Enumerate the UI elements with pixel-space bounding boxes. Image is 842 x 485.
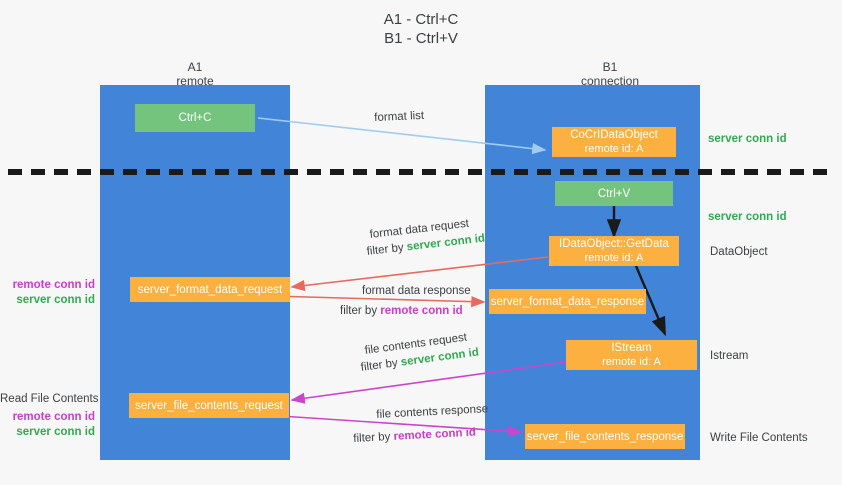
left-label-remote-conn-id-1: remote conn id [12, 279, 95, 291]
filter-prefix: filter by [360, 356, 402, 374]
left-label-server-conn-id-1: server conn id [16, 294, 95, 306]
filter-prefix: filter by [340, 305, 381, 317]
left-label-read-file-contents: Read File Contents [0, 393, 99, 405]
node-cocr-idataobject-line2: remote id: A [584, 143, 644, 155]
node-cocr-idataobject[interactable]: CoCrIDataObject remote id: A [552, 127, 676, 157]
node-istream[interactable]: IStream remote id: A [566, 340, 697, 370]
filter-prefix: filter by [353, 430, 394, 445]
edge-label-file-contents-response-filter: filter by remote conn id [353, 426, 476, 447]
edge-label-format-list: format list [374, 109, 425, 124]
filter-prefix: filter by [366, 241, 408, 258]
right-label-dataobject: DataObject [710, 246, 768, 258]
left-label-server-conn-id-2: server conn id [16, 426, 95, 438]
diagram-title: A1 - Ctrl+C B1 - Ctrl+V [383, 11, 459, 47]
column-header-b1-name: B1 [602, 60, 618, 74]
node-ctrl-c-label: Ctrl+C [178, 112, 212, 124]
node-server-file-contents-response[interactable]: server_file_contents_response [525, 424, 685, 449]
right-label-server-conn-id-top: server conn id [708, 133, 787, 145]
node-server-file-contents-response-label: server_file_contents_response [526, 430, 684, 443]
column-header-a1-name: A1 [187, 60, 203, 74]
node-idataobject-getdata[interactable]: IDataObject::GetData remote id: A [549, 236, 679, 266]
filter-value-remote-conn-id: remote conn id [380, 305, 463, 317]
node-server-file-contents-request[interactable]: server_file_contents_request [129, 393, 289, 418]
node-idataobject-getdata-line2: remote id: A [584, 252, 644, 264]
edge-label-file-contents-response: file contents response [376, 403, 489, 421]
edge-label-format-data-response: format data response [362, 285, 471, 297]
node-ctrl-v[interactable]: Ctrl+V [555, 181, 673, 206]
right-label-write-file-contents: Write File Contents [710, 432, 808, 444]
node-server-format-data-request[interactable]: server_format_data_request [130, 277, 290, 302]
left-label-remote-conn-id-2: remote conn id [12, 411, 95, 423]
node-ctrl-v-label: Ctrl+V [597, 187, 631, 200]
node-idataobject-getdata-line1: IDataObject::GetData [559, 238, 669, 250]
node-server-format-data-request-label: server_format_data_request [137, 283, 283, 296]
node-server-format-data-response[interactable]: server_format_data_response [489, 289, 646, 314]
node-ctrl-c[interactable]: Ctrl+C [135, 104, 255, 132]
node-istream-line1: IStream [611, 342, 652, 354]
node-cocr-idataobject-line1: CoCrIDataObject [570, 129, 658, 141]
column-header-a1: A1 remote [135, 60, 255, 88]
filter-value-remote-conn-id: remote conn id [393, 426, 477, 443]
column-header-b1: B1 connection [550, 60, 670, 88]
node-server-file-contents-request-label: server_file_contents_request [135, 399, 283, 412]
right-label-server-conn-id-mid: server conn id [708, 211, 787, 223]
column-header-a1-sub: remote [176, 74, 214, 88]
edge-label-format-data-response-filter: filter by remote conn id [340, 304, 463, 319]
node-server-format-data-response-label: server_format_data_response [490, 295, 645, 308]
column-header-b1-sub: connection [580, 74, 640, 88]
right-label-istream: Istream [710, 350, 749, 362]
node-istream-line2: remote id: A [602, 356, 661, 368]
